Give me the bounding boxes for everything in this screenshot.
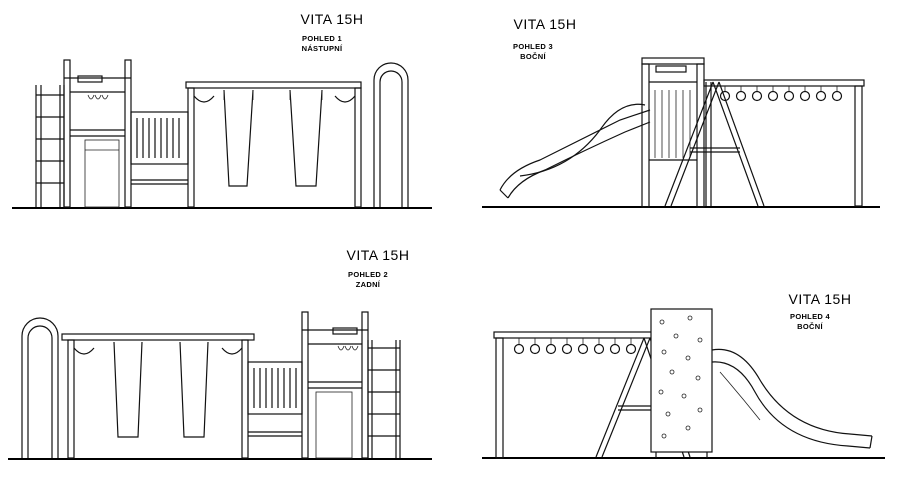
- view-3-drawing: [482, 57, 880, 208]
- view-1-side: NÁSTUPNÍ: [301, 44, 343, 53]
- view-3-slide: [499, 103, 651, 199]
- view-2-side: ZADNÍ: [355, 280, 381, 289]
- view-2-title: VITA 15H: [346, 247, 410, 263]
- view-1-tower: [63, 59, 132, 208]
- view-4-title: VITA 15H: [788, 291, 852, 307]
- view-4-rings: [493, 331, 653, 459]
- view-4-holds: [658, 315, 703, 439]
- view-2-panel: [247, 361, 303, 437]
- view-4-side: BOČNÍ: [797, 322, 823, 331]
- view-3-name: POHLED 3: [513, 42, 553, 51]
- view-1-drawing: [12, 59, 432, 209]
- view-4-climbing-wall: [650, 308, 713, 458]
- view-3-tower: [641, 57, 705, 208]
- view-1-arch: [373, 62, 409, 207]
- view-3-rings: [703, 79, 865, 207]
- view-3-side: BOČNÍ: [520, 52, 546, 61]
- view-2-tower: [301, 311, 369, 459]
- view-1-swing: [185, 81, 362, 208]
- view-3-a-frame: [664, 81, 765, 207]
- view-2-arch: [21, 317, 59, 458]
- view-1-panel: [130, 111, 189, 185]
- view-4-slide: [711, 348, 873, 449]
- view-4-name: POHLED 4: [790, 312, 830, 321]
- view-2-swing: [61, 333, 255, 459]
- view-2-ladder: [367, 340, 401, 458]
- view-1-ladder: [35, 85, 65, 207]
- view-1-name: POHLED 1: [302, 34, 342, 43]
- view-2-drawing: [8, 311, 432, 460]
- view-2-name: POHLED 2: [348, 270, 388, 279]
- view-4-drawing: [482, 308, 885, 459]
- view-3-title: VITA 15H: [513, 16, 577, 32]
- view-1-title: VITA 15H: [300, 11, 364, 27]
